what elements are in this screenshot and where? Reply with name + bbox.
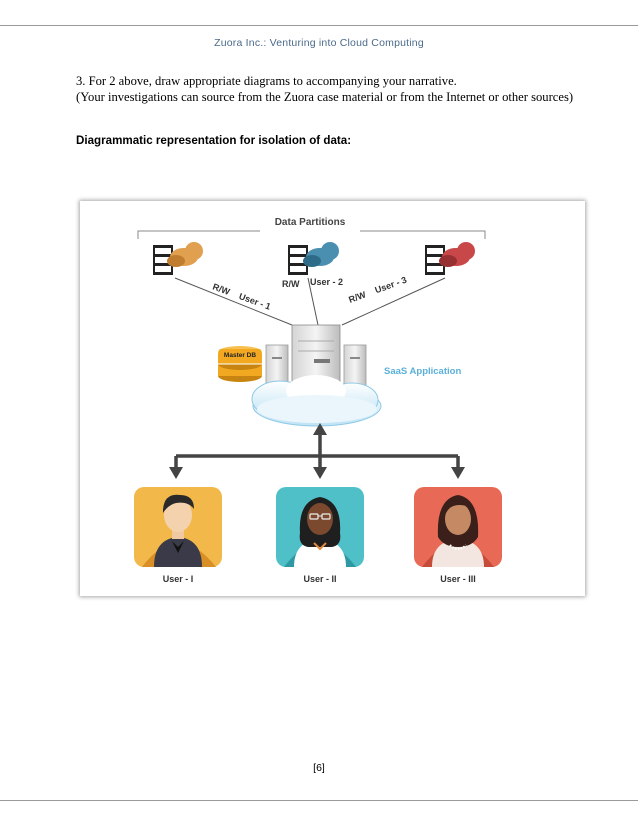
question-text: 3. For 2 above, draw appropriate diagram…: [76, 73, 573, 105]
cloud-icon: [251, 375, 382, 427]
cloud-icon: [303, 242, 339, 267]
partition-2: [288, 242, 339, 275]
top-rule: [0, 25, 638, 26]
link-2-access: R/W: [282, 279, 300, 289]
running-header: Zuora Inc.: Venturing into Cloud Computi…: [214, 37, 424, 49]
user-2-avatar: [276, 487, 364, 567]
connector-user-3: [341, 277, 446, 326]
user-2-label: User - II: [303, 574, 336, 584]
user-3-label: User - III: [440, 574, 476, 584]
link-3-user: User - 3: [374, 275, 408, 296]
master-db-badge: [219, 349, 261, 360]
data-isolation-diagram: Data Partitions: [80, 201, 585, 596]
arrow-heads: [169, 423, 465, 479]
partition-1: [153, 242, 203, 275]
link-3-access: R/W: [347, 289, 367, 305]
user-1-label: User - I: [163, 574, 194, 584]
partition-3: [425, 242, 475, 275]
user-3-avatar: [414, 487, 502, 567]
bottom-rule: [0, 800, 638, 801]
connector-user-1: [174, 277, 293, 326]
cloud-icon: [439, 242, 475, 267]
master-db-label: Master DB: [224, 352, 256, 359]
server-stack-icon: [153, 245, 173, 275]
link-1-user: User - 1: [238, 291, 272, 312]
saas-application-label: SaaS Application: [384, 366, 461, 377]
section-heading: Diagrammatic representation for isolatio…: [76, 134, 352, 147]
partitions-title: Data Partitions: [275, 217, 346, 228]
question-line-2: (Your investigations can source from the…: [76, 90, 574, 104]
distribution-arrows: [174, 433, 460, 469]
cloud-icon: [167, 242, 203, 267]
server-stack-icon: [288, 245, 308, 275]
link-2-user: User - 2: [310, 277, 343, 287]
page-number: [6]: [313, 762, 325, 774]
user-1-avatar: [134, 487, 222, 567]
question-line-1: 3. For 2 above, draw appropriate diagram…: [76, 74, 457, 88]
partitions-bracket: [137, 230, 486, 239]
connector-user-2: [307, 277, 319, 326]
link-1-access: R/W: [211, 281, 231, 297]
server-stack-icon: [425, 245, 445, 275]
